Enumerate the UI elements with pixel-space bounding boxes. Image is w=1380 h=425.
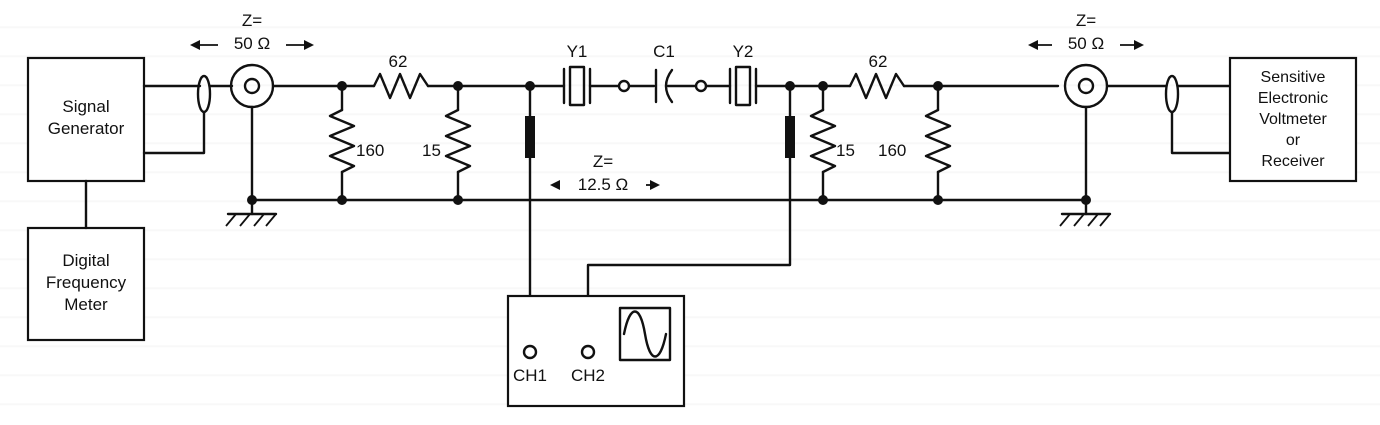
frequency-meter-label-line2: Frequency [46, 273, 127, 292]
resistor-15-left-label: 15 [422, 141, 441, 160]
left-coax-connector-outer [229, 63, 275, 109]
resistor-62-left-label: 62 [389, 52, 408, 71]
right-impedance-label-line2: 50 Ω [1068, 34, 1104, 53]
left-impedance-arrows [190, 40, 314, 50]
left-impedance-label-line2: 50 Ω [234, 34, 270, 53]
oscilloscope-box [506, 294, 686, 408]
resistor-15-left [444, 108, 472, 174]
left-coax-connector-inner [243, 77, 261, 95]
ch1-ferrite-sleeve [525, 116, 535, 158]
resistor-160-left [328, 108, 356, 174]
c1-plate-right [664, 68, 674, 104]
signal-generator-label-line2: Generator [48, 119, 125, 138]
resistor-160-right-label: 160 [878, 141, 906, 160]
ch1-input-jack [522, 344, 538, 360]
signal-generator-label-line1: Signal [62, 97, 109, 116]
y1-label: Y1 [567, 42, 588, 61]
frequency-meter-label-line1: Digital [62, 251, 109, 270]
middle-impedance-label-line1: Z= [593, 152, 613, 171]
right-impedance-label-line1: Z= [1076, 11, 1096, 30]
right-ferrite-bead [1164, 74, 1180, 114]
y2-crystal-body [734, 65, 752, 107]
sine-wave-icon [622, 310, 668, 358]
oscilloscope-screen [618, 306, 672, 362]
ch1-label: CH1 [513, 366, 547, 385]
middle-impedance-arrows [550, 180, 660, 190]
frequency-meter-label-line3: Meter [64, 295, 108, 314]
left-ferrite-bead [196, 74, 212, 114]
voltmeter-box [1228, 56, 1358, 183]
resistor-160-right [924, 108, 952, 174]
y2-label: Y2 [733, 42, 754, 61]
voltmeter-label-line5: Receiver [1261, 153, 1325, 170]
c1-terminal-left [617, 79, 631, 93]
right-impedance-arrows [1028, 40, 1144, 50]
voltmeter-label-line2: Electronic [1258, 90, 1328, 107]
ch2-ferrite-sleeve [785, 116, 795, 158]
voltmeter-label-line4: or [1286, 132, 1301, 149]
generator-shield-wire [142, 110, 206, 155]
c1-label: C1 [653, 42, 675, 61]
ch2-label: CH2 [571, 366, 605, 385]
left-ground-symbol [225, 198, 278, 227]
right-coax-connector-outer [1063, 63, 1109, 109]
resistor-62-right [848, 72, 906, 100]
y1-crystal-body [568, 65, 586, 107]
junction-dots [247, 81, 1091, 205]
middle-impedance-label-line2: 12.5 Ω [578, 175, 629, 194]
right-ground-symbol [1059, 198, 1112, 227]
c1-terminal-right [694, 79, 708, 93]
resistor-15-right-label: 15 [836, 141, 855, 160]
resistor-62-right-label: 62 [869, 52, 888, 71]
voltmeter-label-line3: Voltmeter [1259, 111, 1327, 128]
voltmeter-label-line1: Sensitive [1261, 69, 1326, 86]
resistor-15-right [809, 108, 837, 174]
signal-generator-box [26, 56, 146, 183]
voltmeter-shield-wire [1170, 110, 1232, 155]
resistor-160-left-label: 160 [356, 141, 384, 160]
ch2-input-jack [580, 344, 596, 360]
right-coax-connector-inner [1077, 77, 1095, 95]
left-impedance-label-line1: Z= [242, 11, 262, 30]
resistor-62-left [372, 72, 430, 100]
